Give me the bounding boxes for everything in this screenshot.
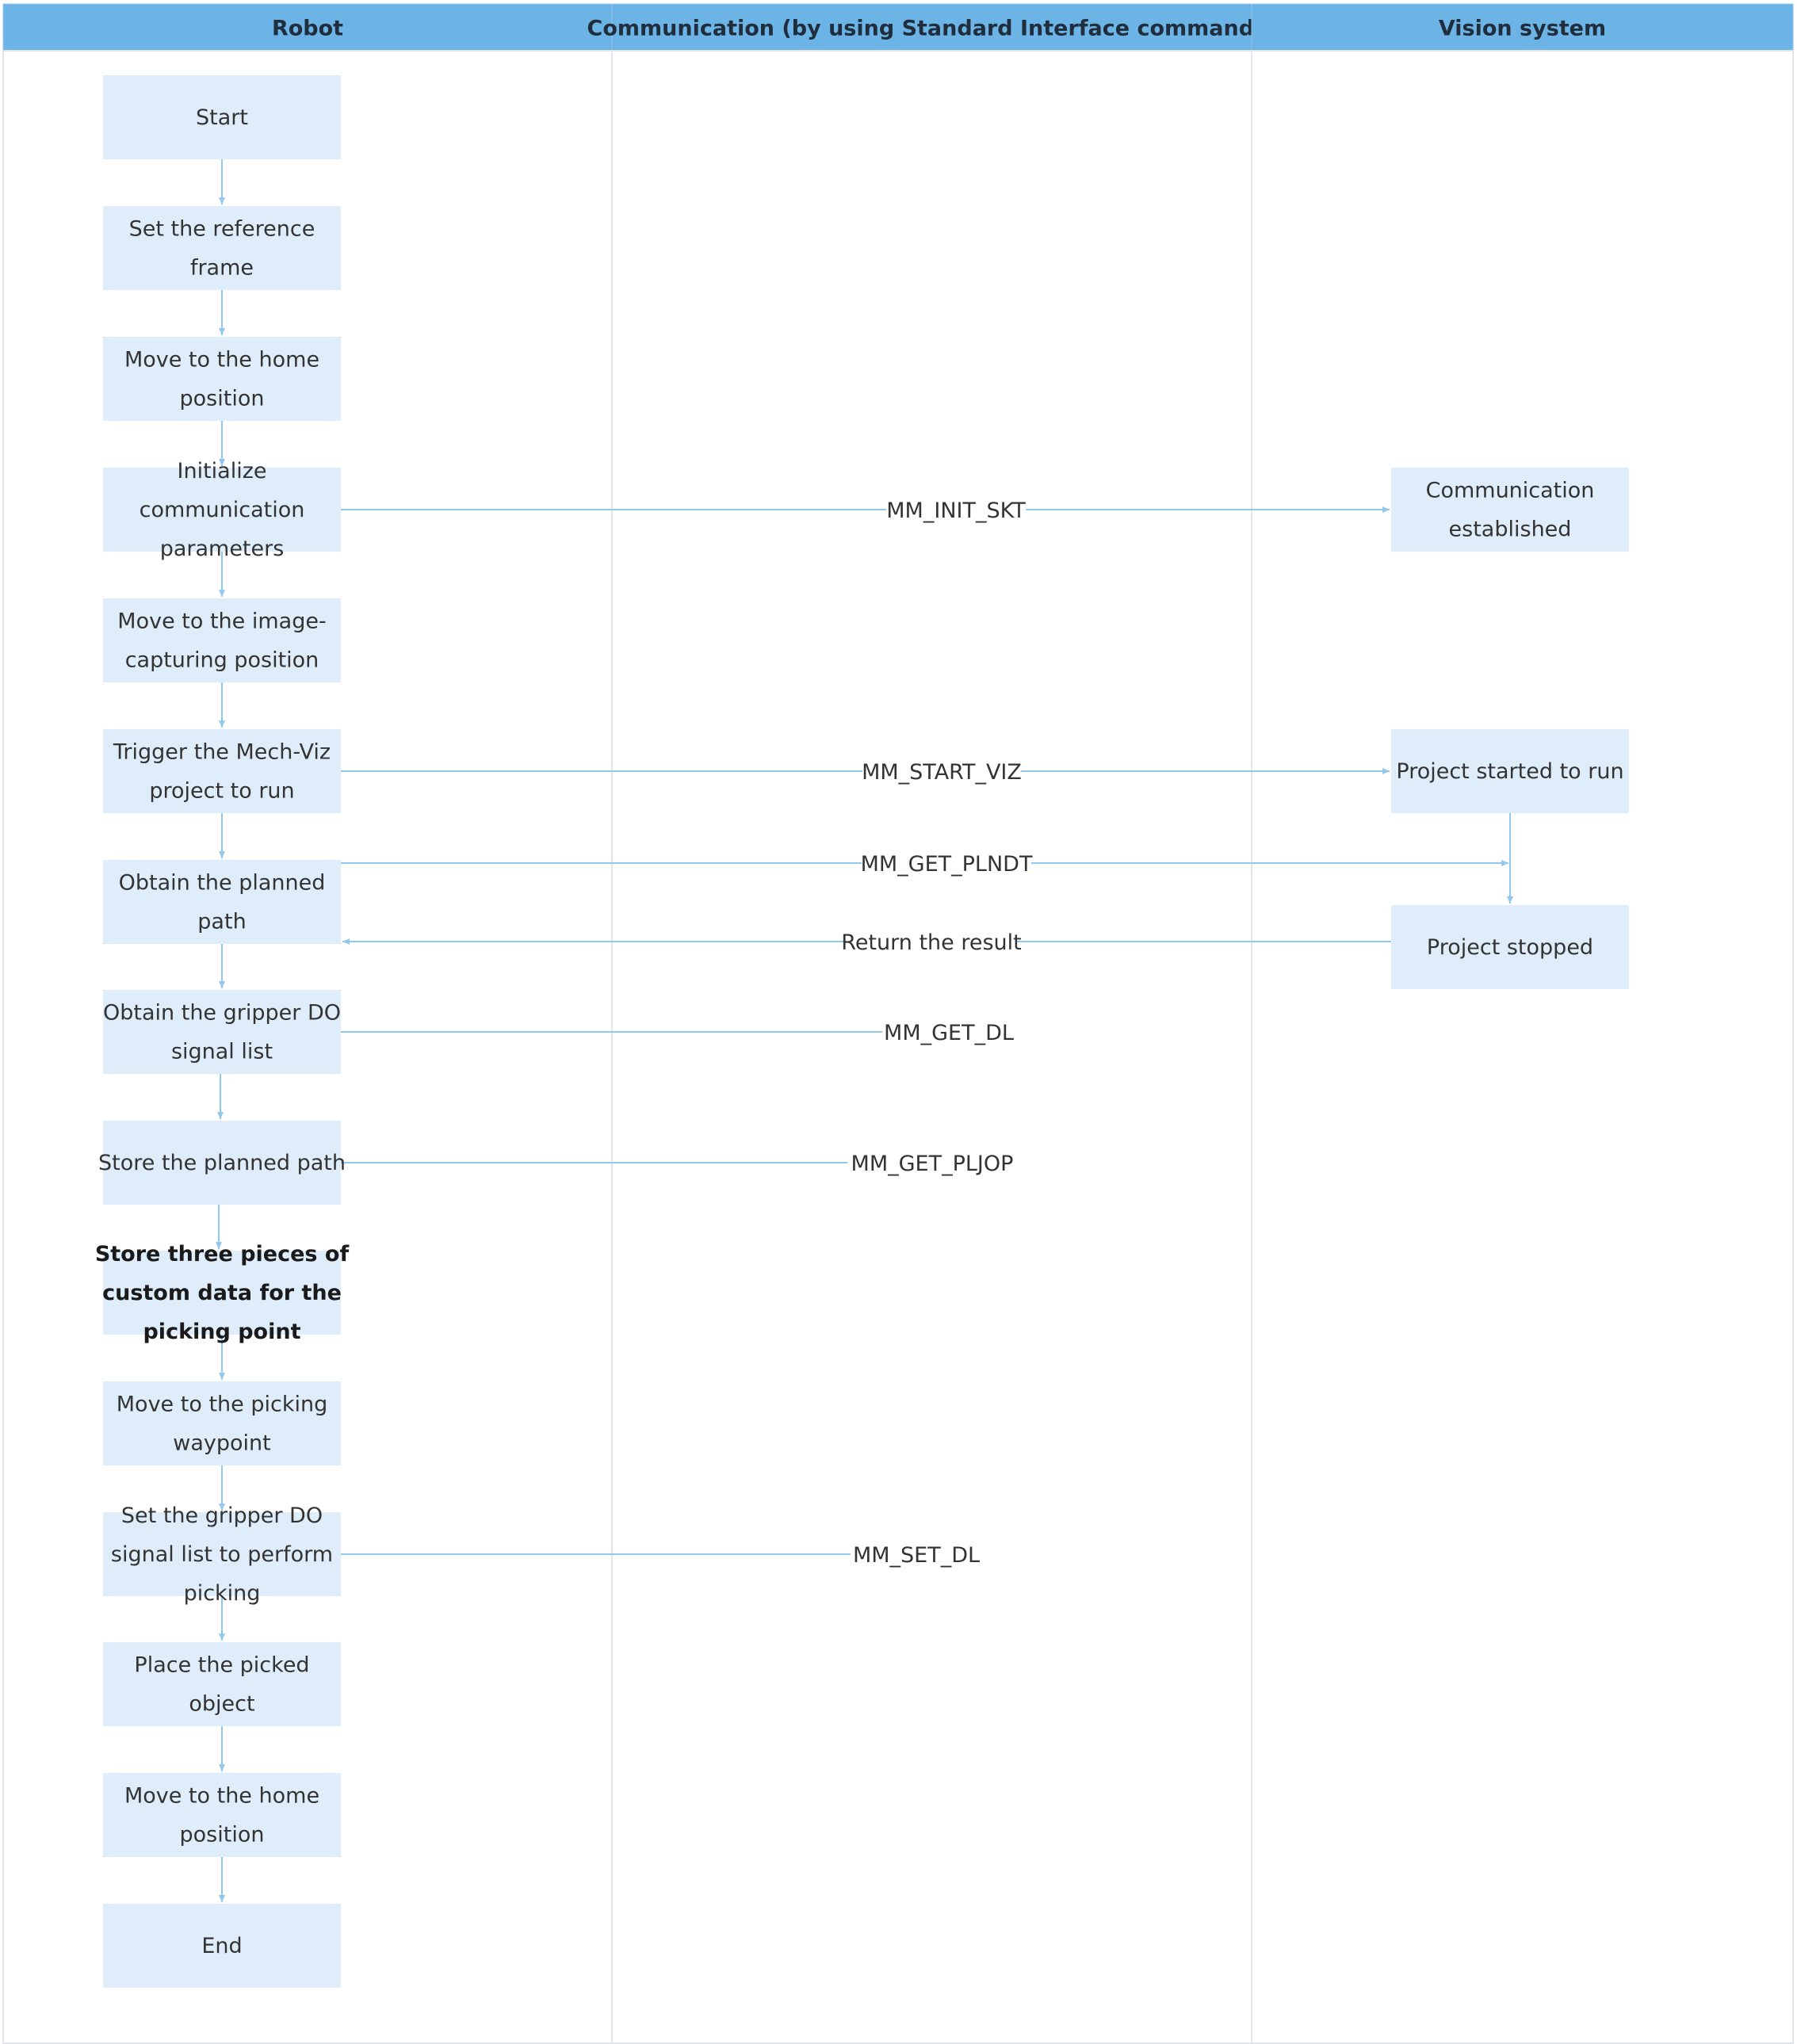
node-label-set-reference-frame: Set the reference: [129, 217, 315, 242]
node-label-project-stopped: Project stopped: [1427, 935, 1593, 960]
node-place-object: [103, 1642, 341, 1726]
node-box-project-stopped: [1391, 905, 1629, 989]
message-label-bg-mm-get-pljop: [849, 1148, 1015, 1177]
node-label-set-reference-frame: frame: [190, 256, 254, 281]
node-move-image-capture: [103, 598, 341, 682]
node-box-trigger-viz: [103, 729, 341, 813]
node-label-move-image-capture: Move to the image-: [117, 609, 326, 634]
node-box-start: [103, 75, 341, 159]
node-move-home-1: [103, 337, 341, 421]
node-label-obtain-do-list: Obtain the gripper DO: [103, 1001, 341, 1026]
node-label-end: End: [201, 1934, 242, 1958]
node-label-store-path: Store the planned path: [98, 1151, 346, 1175]
node-obtain-path: [103, 860, 341, 944]
message-label-bg-return-result: [847, 927, 1016, 956]
lane-body-vision: [1251, 50, 1794, 2044]
node-box-move-image-capture: [103, 598, 341, 682]
node-label-trigger-viz: Trigger the Mech-Viz: [113, 740, 331, 765]
lane-header-vision: [1251, 3, 1794, 52]
node-label-init-comm: communication: [140, 498, 305, 522]
lane-header-comm: [611, 3, 1252, 52]
node-trigger-viz: [103, 729, 341, 813]
node-set-do-list: [103, 1512, 341, 1596]
node-box-store-custom-data: [103, 1251, 341, 1335]
node-box-end: [103, 1904, 341, 1988]
node-project-started: [1391, 729, 1629, 813]
node-move-pick-waypoint: [103, 1381, 341, 1465]
node-box-move-pick-waypoint: [103, 1381, 341, 1465]
node-box-store-path: [103, 1121, 341, 1205]
node-end: [103, 1904, 341, 1988]
node-label-place-object: object: [189, 1692, 254, 1717]
node-label-init-comm: parameters: [160, 537, 285, 561]
message-label-bg-mm-start-viz: [862, 757, 1021, 785]
node-box-init-comm: [103, 468, 341, 552]
node-label-set-do-list: picking: [184, 1581, 261, 1606]
message-label-return-result: Return the result: [841, 930, 1021, 955]
node-label-place-object: Place the picked: [134, 1653, 309, 1678]
node-label-store-custom-data: Store three pieces of: [95, 1242, 350, 1267]
message-label-bg-mm-set-dl: [853, 1540, 980, 1568]
node-comm-established: [1391, 468, 1629, 552]
lane-title-vision: Vision system: [1439, 17, 1606, 41]
node-box-place-object: [103, 1642, 341, 1726]
node-label-move-pick-waypoint: Move to the picking: [117, 1393, 327, 1417]
node-box-obtain-path: [103, 860, 341, 944]
node-store-path: [103, 1121, 341, 1205]
lane-body-comm: [611, 50, 1252, 2044]
node-box-set-reference-frame: [103, 206, 341, 290]
node-box-obtain-do-list: [103, 990, 341, 1074]
node-label-obtain-path: path: [197, 910, 246, 934]
node-box-set-do-list: [103, 1512, 341, 1596]
node-label-store-custom-data: picking point: [143, 1320, 300, 1344]
node-label-set-do-list: Set the gripper DO: [121, 1503, 323, 1528]
message-label-mm-set-dl: MM_SET_DL: [853, 1543, 980, 1568]
node-label-project-started: Project started to run: [1396, 759, 1623, 784]
node-start: [103, 75, 341, 159]
node-label-set-do-list: signal list to perform: [111, 1542, 333, 1567]
message-label-mm-get-dl: MM_GET_DL: [884, 1021, 1014, 1045]
node-label-trigger-viz: project to run: [149, 779, 294, 804]
node-label-move-pick-waypoint: waypoint: [173, 1431, 270, 1456]
node-label-start: Start: [196, 105, 248, 130]
message-label-mm-get-plndt: MM_GET_PLNDT: [861, 852, 1033, 877]
node-box-project-started: [1391, 729, 1629, 813]
node-label-move-image-capture: capturing position: [125, 648, 319, 673]
lane-header-robot: [2, 3, 613, 52]
node-label-move-home-1: Move to the home: [124, 348, 319, 373]
lane-title-comm: Communication (by using Standard Interfa…: [587, 17, 1277, 41]
node-label-move-home-2: position: [180, 1823, 265, 1847]
node-obtain-do-list: [103, 990, 341, 1074]
message-label-bg-mm-get-plndt: [862, 849, 1031, 877]
node-label-store-custom-data: custom data for the: [102, 1281, 342, 1305]
node-label-init-comm: Initialize: [178, 459, 267, 483]
message-label-mm-start-viz: MM_START_VIZ: [862, 760, 1022, 785]
message-label-bg-mm-get-dl: [885, 1018, 1012, 1046]
node-box-move-home-1: [103, 337, 341, 421]
node-set-reference-frame: [103, 206, 341, 290]
message-label-mm-init-skt: MM_INIT_SKT: [886, 499, 1026, 523]
node-label-move-home-2: Move to the home: [124, 1784, 319, 1809]
node-project-stopped: [1391, 905, 1629, 989]
node-box-comm-established: [1391, 468, 1629, 552]
lane-title-robot: Robot: [272, 17, 343, 41]
node-label-comm-established: established: [1449, 518, 1572, 542]
node-store-custom-data: [103, 1251, 341, 1335]
node-label-obtain-path: Obtain the planned: [119, 871, 326, 896]
node-init-comm: [103, 468, 341, 552]
node-box-move-home-2: [103, 1773, 341, 1857]
message-label-bg-mm-init-skt: [886, 495, 1026, 524]
node-label-move-home-1: position: [180, 387, 265, 411]
node-label-comm-established: Communication: [1426, 479, 1595, 503]
node-move-home-2: [103, 1773, 341, 1857]
message-label-mm-get-pljop: MM_GET_PLJOP: [851, 1152, 1014, 1176]
node-label-obtain-do-list: signal list: [171, 1040, 273, 1064]
